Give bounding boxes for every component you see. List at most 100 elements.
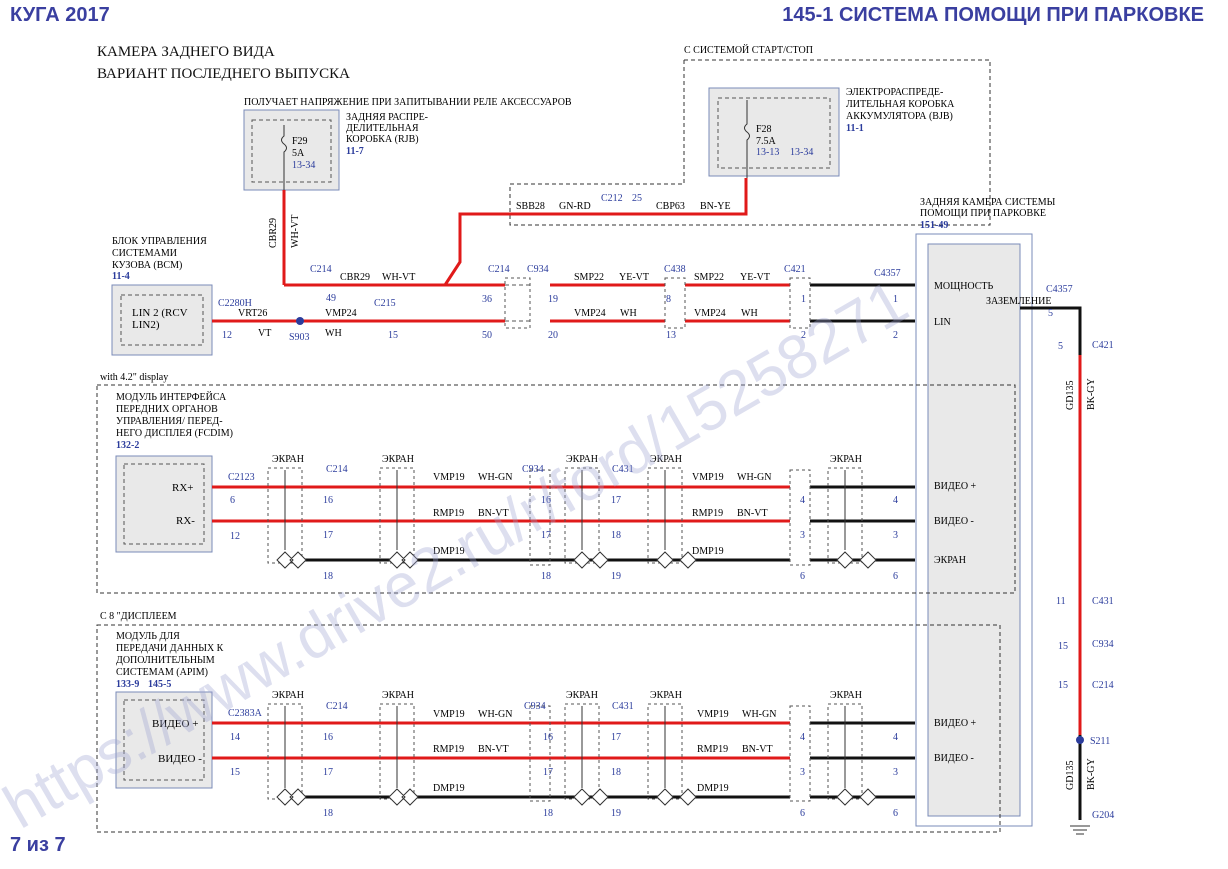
rjb-note: ПОЛУЧАЕТ НАПРЯЖЕНИЕ ПРИ ЗАПИТЫВАНИИ РЕЛЕ… [244, 97, 572, 108]
c431-label: C431 [1092, 596, 1114, 607]
fcdim-name-1: МОДУЛЬ ИНТЕРФЕЙСА [116, 391, 227, 403]
video-bundle-2 [212, 703, 915, 806]
c934-label-a: C934 [527, 264, 549, 275]
s2-c214: C214 [326, 701, 348, 712]
bcm-box-line-1: LIN 2 (RCV [132, 307, 188, 319]
startstop-region [509, 59, 991, 226]
bjb-inner [717, 97, 831, 169]
fcdim-ref: 132-2 [116, 440, 139, 451]
c215-label: C215 [374, 298, 396, 309]
rjb-name-1: ЗАДНЯЯ РАСПРЕ- [346, 112, 428, 123]
s2-ekran-1: ЭКРАН [272, 690, 304, 701]
camera-pin-power: МОЩНОСТЬ [934, 281, 994, 292]
fcdim-name-4: НЕГО ДИСПЛЕЯ (FCDIM) [116, 428, 233, 439]
ground-pin-5b: 5 [1058, 341, 1063, 352]
s1-p3b: 3 [893, 530, 898, 541]
c421-label-b: C421 [1092, 340, 1114, 351]
c934-label-g: C934 [1092, 639, 1114, 650]
camera-ref: 151-49 [920, 220, 948, 231]
apim-pin-b: ВИДЕО - [158, 753, 202, 765]
video-bundle-1 [212, 467, 915, 569]
ground-pin-15b: 15 [1058, 680, 1068, 691]
power-pin-1: 1 [801, 294, 806, 305]
camera-pin-vplus-1: ВИДЕО + [934, 481, 977, 492]
power-wire-code-2: SMP22 [574, 272, 604, 283]
s2-rmp-2: RMP19 [697, 744, 728, 755]
ground-pin-5: 5 [1048, 308, 1053, 319]
camera-pin-vminus-1: ВИДЕО - [934, 516, 974, 527]
bcm-inner [120, 294, 204, 346]
s1-p6: 6 [800, 571, 805, 582]
s1-dmp-2: DMP19 [692, 546, 724, 557]
camera-name-1: ЗАДНЯЯ КАМЕРА СИСТЕМЫ [920, 197, 1056, 208]
s1-p18c: 18 [611, 530, 621, 541]
power-wire-code-1: CBR29 [340, 272, 370, 283]
wire-top-color-1: GN-RD [559, 201, 591, 212]
c4357-label-a: C4357 [874, 268, 901, 279]
bcm-ref: 11-4 [112, 271, 130, 282]
apim-connector: C2383A [228, 708, 263, 719]
apim-box [115, 691, 213, 789]
ground-wire-code-1: GD135 [1065, 381, 1076, 410]
bcm-name-1: БЛОК УПРАВЛЕНИЯ [112, 236, 207, 247]
g204-label: G204 [1092, 810, 1114, 821]
fcdim-connector: C2123 [228, 472, 255, 483]
wire-top-pin: 25 [632, 193, 642, 204]
bjb-fuse-amp: 7.5A [756, 136, 777, 147]
apim-ref-1: 133-9 [116, 679, 139, 690]
rjb-fuse: F29 [292, 136, 308, 147]
section1-region [96, 384, 1016, 594]
rjb-fuse-amp: 5A [292, 148, 305, 159]
connector-c438-row1 [664, 277, 686, 329]
power-wire-color-1: WH-VT [382, 272, 415, 283]
vertical-wire-color: WH-VT [290, 215, 301, 248]
s1-p18: 18 [323, 571, 333, 582]
lin-wire-color-4: WH [741, 308, 758, 319]
s1-c214: C214 [326, 464, 348, 475]
connector-c214-row1 [504, 277, 531, 329]
s2-p19: 19 [611, 808, 621, 819]
s1-vmp-2: VMP19 [692, 472, 724, 483]
s2-p16b: 16 [543, 732, 553, 743]
power-pin-49: 49 [326, 293, 336, 304]
s1-p17: 17 [323, 530, 333, 541]
lin-wire-code-4: VMP24 [694, 308, 726, 319]
camera-pin-screen-1: ЭКРАН [934, 555, 966, 566]
rjb-ref: 11-7 [346, 146, 364, 157]
s2-ekran-4: ЭКРАН [650, 690, 682, 701]
apim-pin-num-a: 14 [230, 732, 240, 743]
s2-p18: 18 [323, 808, 333, 819]
fcdim-pin-a: RX+ [172, 482, 193, 494]
ground-symbol [1070, 825, 1090, 835]
ground-wire-color-1: BK-GY [1086, 378, 1097, 410]
s1-p4: 4 [800, 495, 805, 506]
lin-wire-color-2: WH [325, 328, 342, 339]
bjb-name-3: АККУМУЛЯТОРА (BJB) [846, 111, 953, 122]
fcdim-pin-num-b: 12 [230, 531, 240, 542]
header-model: КУГА 2017 [10, 4, 110, 26]
s1-ekran-4: ЭКРАН [650, 454, 682, 465]
rjb-fuse-symbol [281, 125, 287, 190]
s2-ekran-2: ЭКРАН [382, 690, 414, 701]
header-system-title: 145-1 СИСТЕМА ПОМОЩИ ПРИ ПАРКОВКЕ [782, 4, 1204, 26]
vertical-wire-code: CBR29 [268, 218, 279, 248]
fcdim-pin-num-a: 6 [230, 495, 235, 506]
s2-c934: C934 [524, 701, 546, 712]
s1-bnvt-1: BN-VT [478, 508, 509, 519]
s2-p6b: 6 [893, 808, 898, 819]
s1-p17c: 17 [611, 495, 621, 506]
apim-name-4: СИСТЕМАМ (APIM) [116, 667, 208, 678]
apim-pin-num-b: 15 [230, 767, 240, 778]
wire-top-code-1: SBB28 [516, 201, 545, 212]
apim-inner [123, 699, 205, 781]
camera-inner [927, 243, 1021, 817]
section2-region [96, 624, 1001, 833]
camera-pin-vplus-2: ВИДЕО + [934, 718, 977, 729]
bcm-connector: C2280H [218, 298, 252, 309]
s1-bnvt-2: BN-VT [737, 508, 768, 519]
s1-p4b: 4 [893, 495, 898, 506]
power-pin-8: 8 [666, 294, 671, 305]
bcm-pin: 12 [222, 330, 232, 341]
wire-top-color-2: BN-YE [700, 201, 731, 212]
